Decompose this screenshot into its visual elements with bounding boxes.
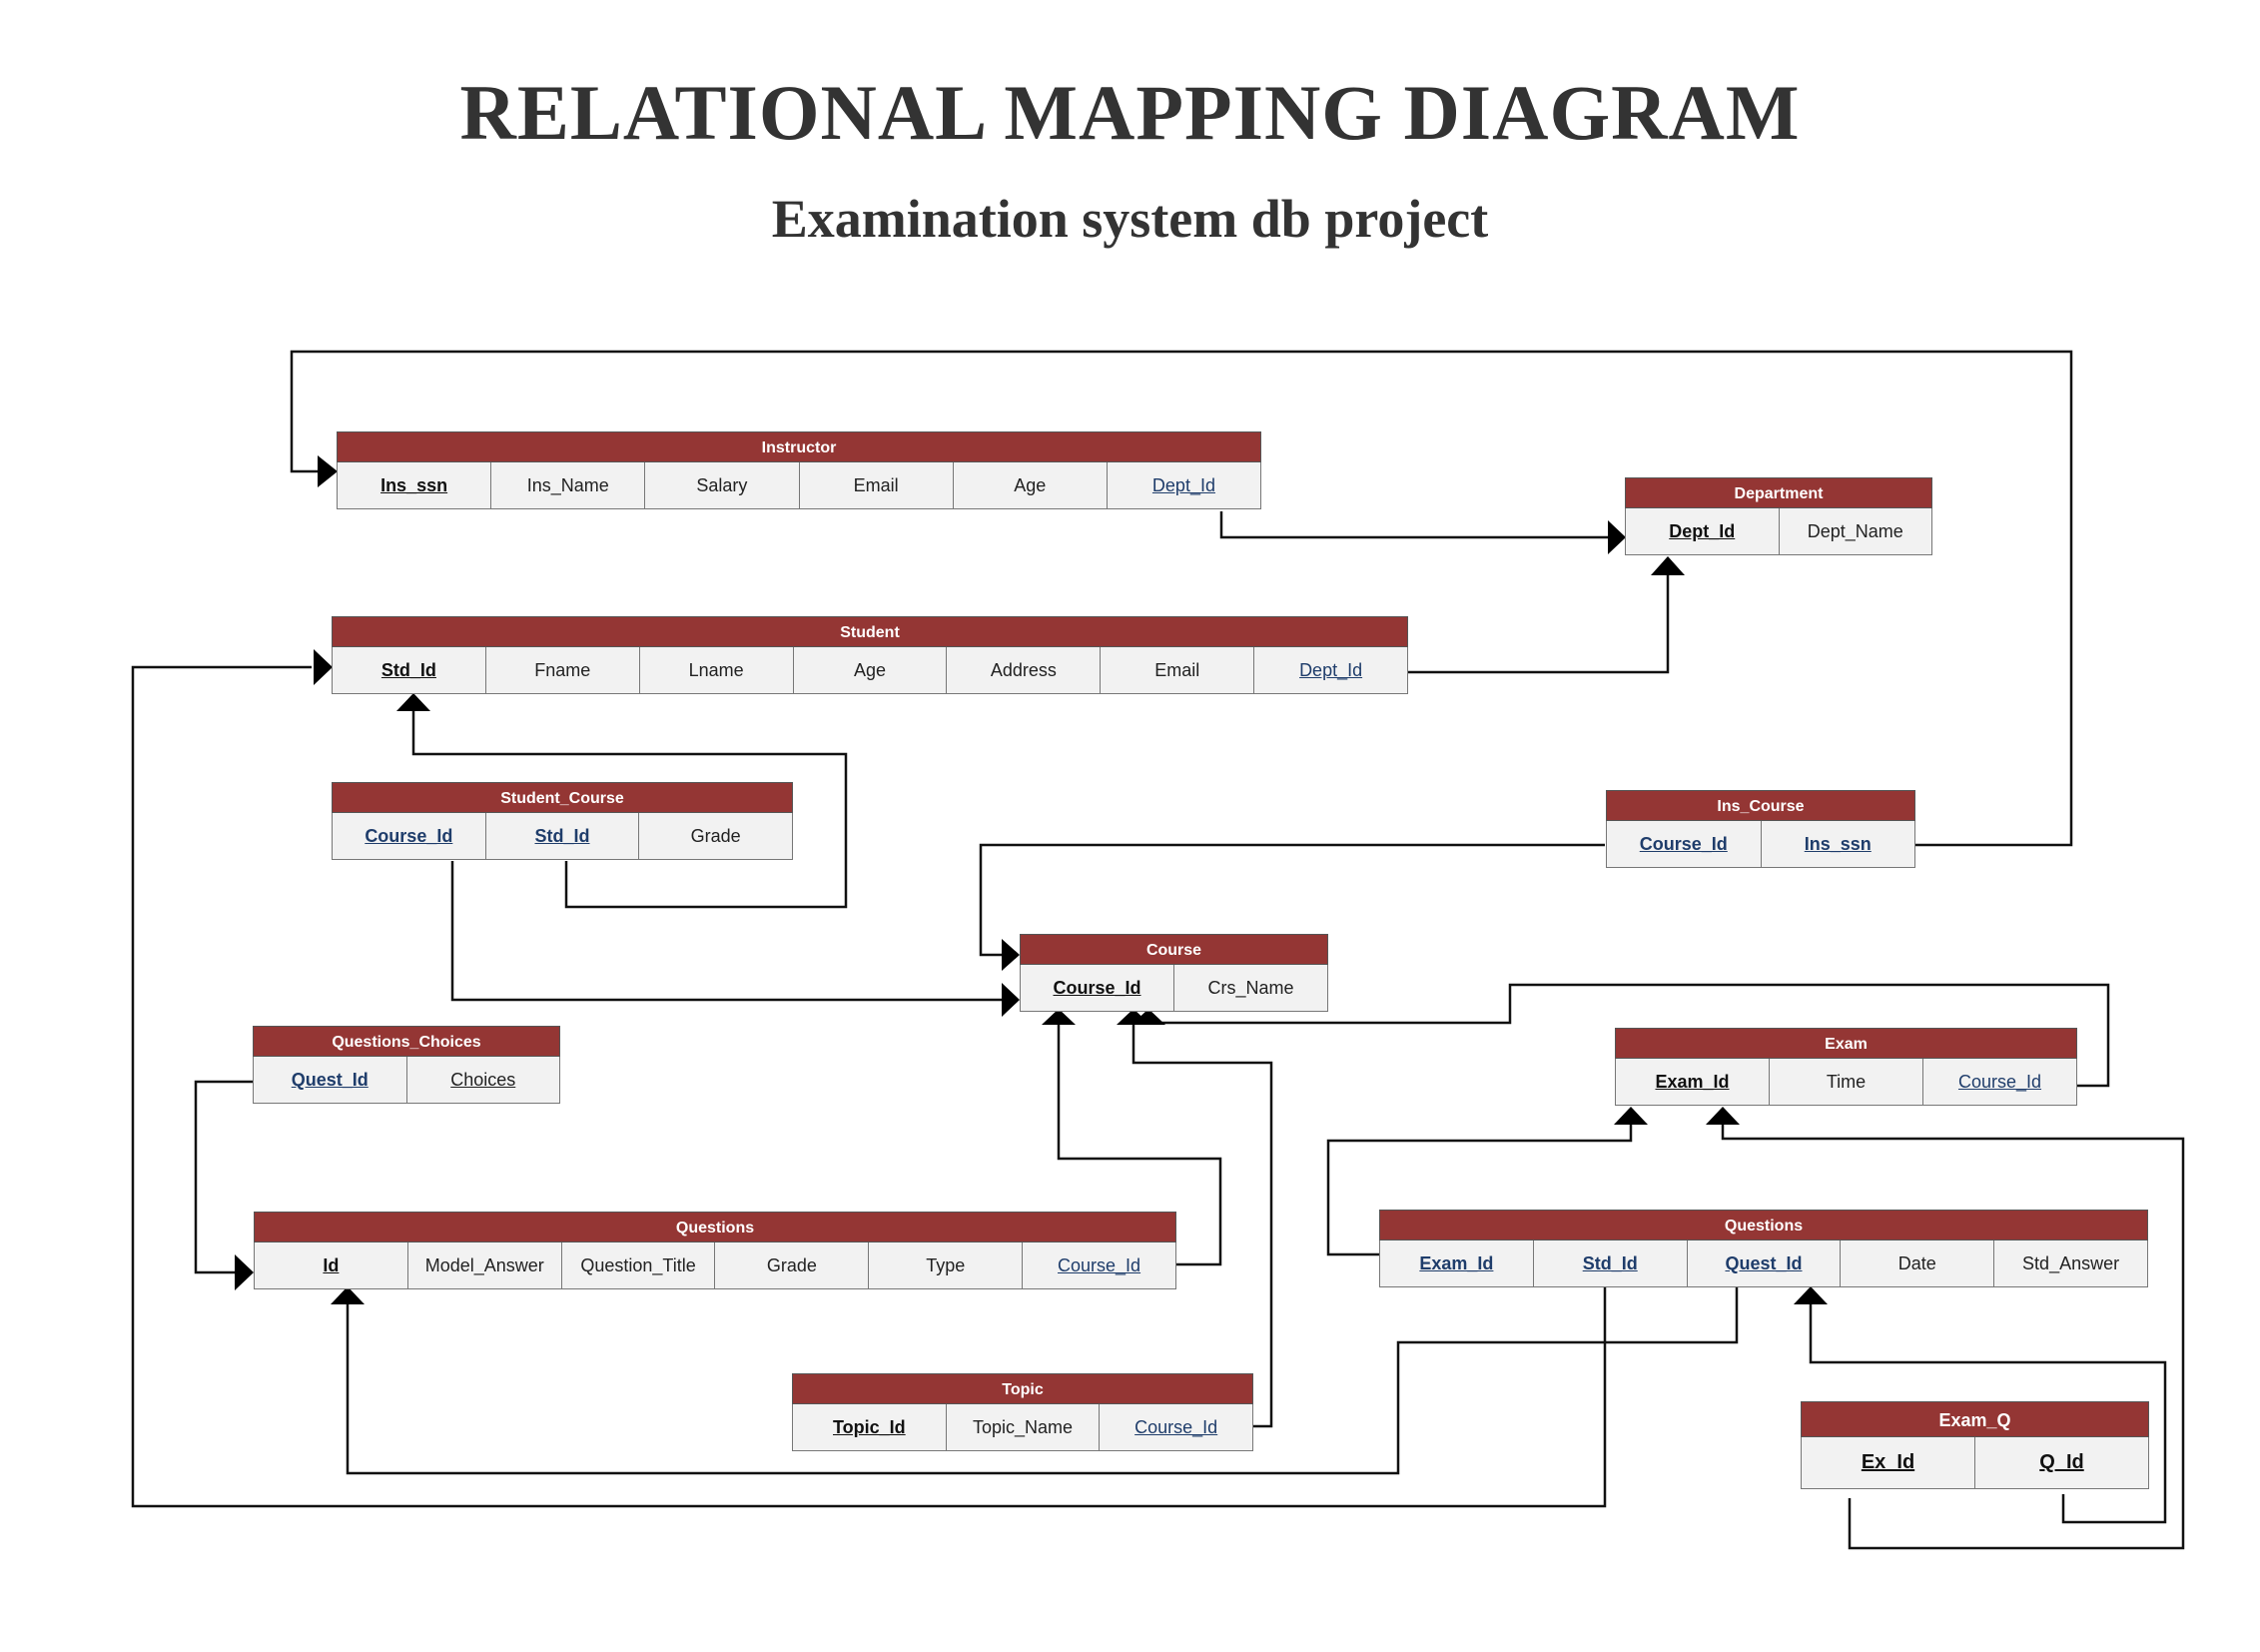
table-questions-choices: Questions_Choices Quest_Id Choices <box>253 1026 560 1104</box>
col-question-title: Question_Title <box>562 1242 716 1288</box>
table-header: Student_Course <box>332 782 793 813</box>
table-student-course: Student_Course Course_Id Std_Id Grade <box>332 782 793 860</box>
col-dept-id: Dept_Id <box>1626 508 1780 554</box>
rel-examq-stdq <box>1809 1300 2167 1524</box>
table-instructor: Instructor Ins_ssn Ins_Name Salary Email… <box>337 431 1261 509</box>
col-ins-ssn: Ins_ssn <box>338 462 492 508</box>
col-std-id: Std_Id <box>1534 1240 1688 1286</box>
table-department: Department Dept_Id Dept_Name <box>1625 477 1932 555</box>
rel-student-department <box>1408 559 1670 674</box>
col-salary: Salary <box>645 462 800 508</box>
col-exam-id: Exam_Id <box>1616 1059 1770 1105</box>
rel-topic-course <box>1131 1015 1273 1428</box>
col-date: Date <box>1841 1240 1995 1286</box>
rel-inscourse-course <box>979 843 1605 957</box>
col-model-answer: Model_Answer <box>408 1242 562 1288</box>
col-exam-id: Exam_Id <box>1380 1240 1534 1286</box>
table-header: Course <box>1020 934 1328 965</box>
table-questions: Questions Id Model_Answer Question_Title… <box>254 1212 1176 1289</box>
col-course-id: Course_Id <box>1607 821 1762 867</box>
rel-choices-questions <box>194 1080 253 1274</box>
rel-studentcourse-course <box>450 861 1016 1002</box>
rel-instructor-department <box>1219 511 1621 539</box>
col-email: Email <box>800 462 954 508</box>
col-email: Email <box>1101 647 1255 693</box>
col-fname: Fname <box>486 647 640 693</box>
col-dept-id: Dept_Id <box>1151 474 1215 495</box>
table-header: Department <box>1625 477 1932 508</box>
table-header: Instructor <box>337 431 1261 462</box>
col-dept-name: Dept_Name <box>1807 520 1903 541</box>
table-header: Student <box>332 616 1408 647</box>
col-std-id: Std_Id <box>486 813 640 859</box>
rel-questions-course <box>1057 1015 1222 1266</box>
table-course: Course Course_Id Crs_Name <box>1020 934 1328 1012</box>
rel-stdq-student <box>131 665 1607 1508</box>
rel-examq-exam <box>1721 1117 2185 1550</box>
col-age: Age <box>794 647 948 693</box>
col-quest-id: Quest_Id <box>254 1057 407 1103</box>
col-quest-id: Quest_Id <box>1688 1240 1842 1286</box>
col-id: Id <box>255 1242 408 1288</box>
table-ins-course: Ins_Course Course_Id Ins_ssn <box>1606 790 1915 868</box>
table-student-questions: Questions Exam_Id Std_Id Quest_Id Date S… <box>1379 1210 2148 1287</box>
diagram-title: RELATIONAL MAPPING DIAGRAM <box>459 69 1801 156</box>
col-grade: Grade <box>715 1242 870 1288</box>
table-header: Questions <box>1379 1210 2148 1240</box>
col-std-answer: Std_Answer <box>2022 1252 2120 1273</box>
table-header: Exam_Q <box>1801 1401 2149 1437</box>
col-ins-name: Ins_Name <box>491 462 646 508</box>
col-address: Address <box>947 647 1102 693</box>
col-ex-id: Ex_Id <box>1802 1437 1975 1488</box>
rel-inscourse-instructor <box>290 350 2073 847</box>
col-choices: Choices <box>450 1069 516 1090</box>
col-time: Time <box>1770 1059 1923 1105</box>
col-q-id: Q_Id <box>2039 1451 2084 1473</box>
table-student: Student Std_Id Fname Lname Age Address E… <box>332 616 1408 694</box>
col-course-id: Course_Id <box>1058 1254 1141 1275</box>
col-course-id: Course_Id <box>1021 965 1174 1011</box>
col-lname: Lname <box>640 647 794 693</box>
col-course-id: Course_Id <box>1134 1416 1218 1437</box>
table-exam: Exam Exam_Id Time Course_Id <box>1615 1028 2077 1106</box>
col-topic-name: Topic_Name <box>947 1404 1101 1450</box>
col-ins-ssn: Ins_ssn <box>1804 833 1872 854</box>
diagram-subtitle: Examination system db project <box>771 189 1489 249</box>
rel-stdq-questions <box>346 1286 1739 1475</box>
table-header: Questions <box>254 1212 1176 1242</box>
col-dept-id: Dept_Id <box>1299 659 1363 680</box>
table-header: Exam <box>1615 1028 2077 1059</box>
rel-stdq-exam <box>1326 1117 1633 1256</box>
col-grade: Grade <box>690 825 741 846</box>
table-header: Topic <box>792 1373 1253 1404</box>
table-header: Questions_Choices <box>253 1026 560 1057</box>
rel-studentcourse-student <box>411 699 848 909</box>
col-course-id: Course_Id <box>333 813 486 859</box>
col-type: Type <box>869 1242 1024 1288</box>
table-topic: Topic Topic_Id Topic_Name Course_Id <box>792 1373 1253 1451</box>
col-crs-name: Crs_Name <box>1207 977 1294 998</box>
col-topic-id: Topic_Id <box>793 1404 947 1450</box>
col-course-id: Course_Id <box>1957 1071 2042 1092</box>
col-age: Age <box>954 462 1108 508</box>
table-header: Ins_Course <box>1606 790 1915 821</box>
col-std-id: Std_Id <box>333 647 486 693</box>
table-exam-q: Exam_Q Ex_Id Q_Id <box>1801 1401 2149 1489</box>
